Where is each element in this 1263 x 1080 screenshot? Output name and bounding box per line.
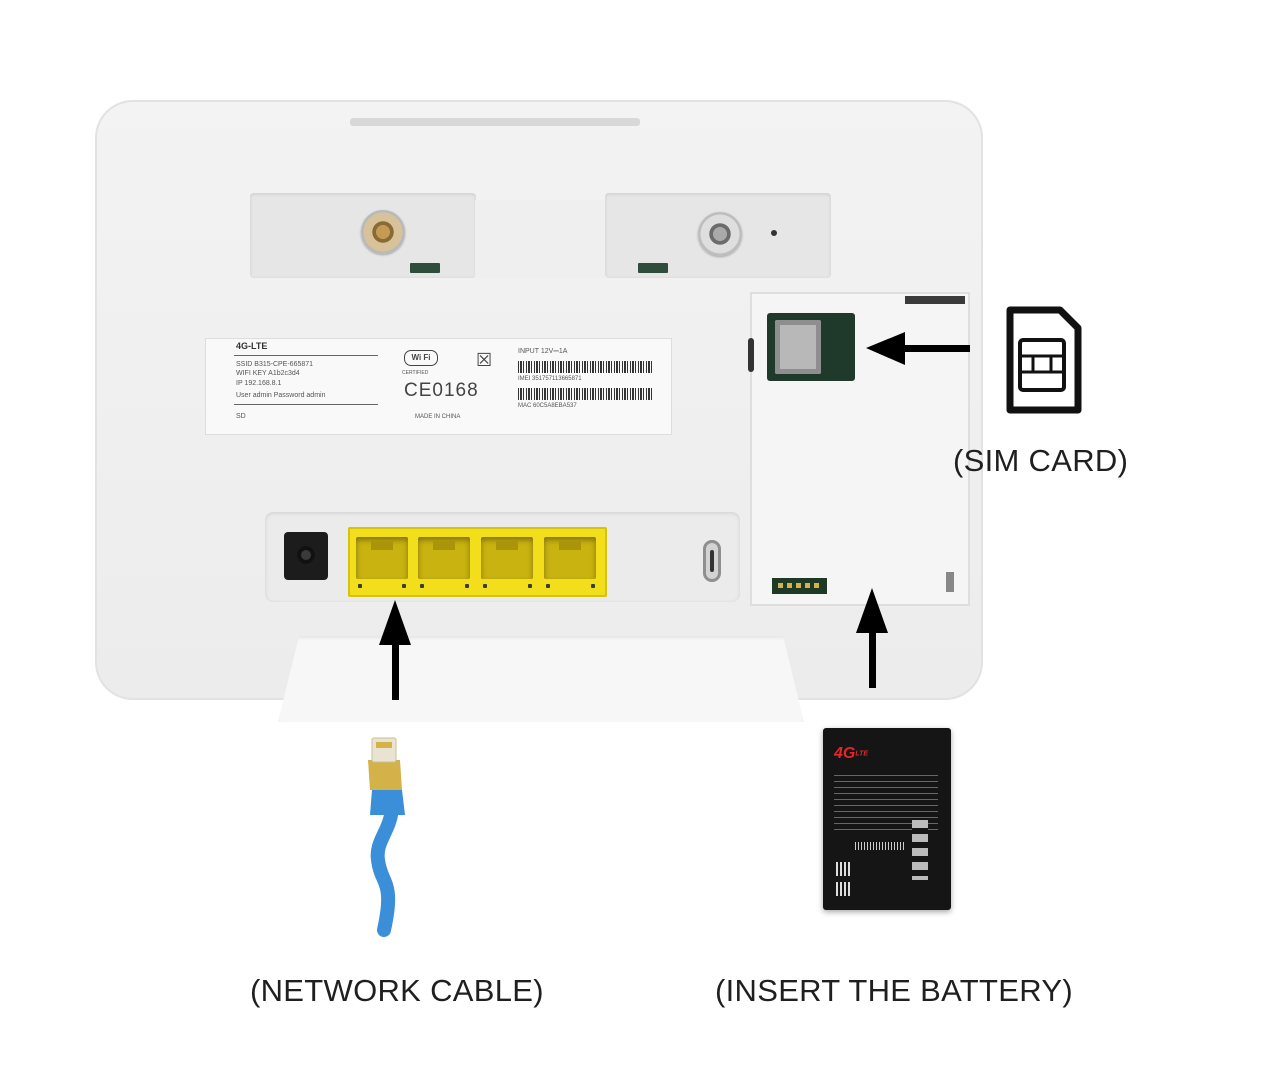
bay-latch [905, 296, 965, 304]
battery-brand: 4GLTE [834, 745, 868, 763]
battery-recycle-icons [912, 820, 928, 880]
battery-barcode [855, 842, 905, 850]
antenna-connector-right[interactable] [698, 212, 742, 256]
wifi-logo-text: Wi Fi [411, 353, 431, 362]
label-made-in: MADE IN CHINA [415, 414, 461, 420]
antenna-recess-divider [475, 200, 605, 278]
label-credentials: User admin Password admin [236, 392, 326, 399]
lan-led [483, 584, 487, 588]
label-imei: IMEI 351757113665871 [518, 376, 582, 382]
router-stand [278, 636, 804, 722]
bay-corner-clip [946, 572, 954, 592]
label-input: INPUT 12V⎓1A [518, 348, 568, 355]
lan-led [465, 584, 469, 588]
caption-network-cable: (NETWORK CABLE) [250, 973, 544, 1008]
label-wifi-key: WIFI KEY A1b2c3d4 [236, 370, 300, 377]
lan-led [402, 584, 406, 588]
battery-brand-lte: LTE [855, 750, 869, 758]
lan-port-2[interactable] [418, 537, 470, 579]
label-rule [234, 355, 378, 356]
router-top-vent [350, 118, 640, 126]
lan-led [528, 584, 532, 588]
barcode-imei [518, 361, 654, 373]
lan-port-3[interactable] [481, 537, 533, 579]
arrow-to-sim-slot-icon [866, 332, 970, 365]
lan-port-block [348, 527, 607, 597]
device-label-sticker [205, 338, 672, 435]
arrow-to-battery-bay-icon [856, 588, 888, 688]
lan-led [420, 584, 424, 588]
lan-led [546, 584, 550, 588]
lan-led [591, 584, 595, 588]
label-certified: CERTIFIED [402, 370, 429, 376]
power-jack[interactable] [284, 532, 328, 580]
label-ce-mark: CE0168 [404, 380, 479, 401]
lan-port-4[interactable] [544, 537, 596, 579]
lan-port-1[interactable] [356, 537, 408, 579]
clip-tab-left [410, 263, 440, 273]
antenna-connector-left[interactable] [361, 210, 405, 254]
label-mac: MAC 60C5A8EBA537 [518, 403, 577, 409]
caption-sim-card: (SIM CARD) [953, 443, 1129, 478]
label-sd: SD [236, 413, 246, 420]
sim-card-icon [1006, 306, 1082, 414]
label-model: 4G-LTE [236, 341, 268, 351]
battery-connector [772, 578, 827, 594]
weee-bin-icon: ☒ [476, 350, 493, 370]
wifi-logo: Wi Fi [404, 350, 438, 366]
caption-insert-battery: (INSERT THE BATTERY) [715, 973, 1073, 1008]
network-cable-icon [368, 737, 405, 937]
battery-brand-4g: 4G [834, 745, 856, 762]
lan-led [358, 584, 362, 588]
bay-side-clip [748, 338, 754, 372]
battery-qr-code [836, 882, 850, 896]
clip-tab-right [638, 263, 668, 273]
sim-card-tray [775, 320, 821, 374]
barcode-mac [518, 388, 654, 400]
arrow-to-lan-icon [379, 600, 411, 700]
label-rule-2 [234, 404, 378, 405]
indicator-dot [771, 230, 777, 236]
label-ssid: SSID B315-CPE-665871 [236, 361, 314, 368]
label-ip: IP 192.168.8.1 [236, 380, 282, 387]
battery-qr-code [836, 862, 850, 876]
usb-c-port[interactable] [703, 540, 721, 582]
